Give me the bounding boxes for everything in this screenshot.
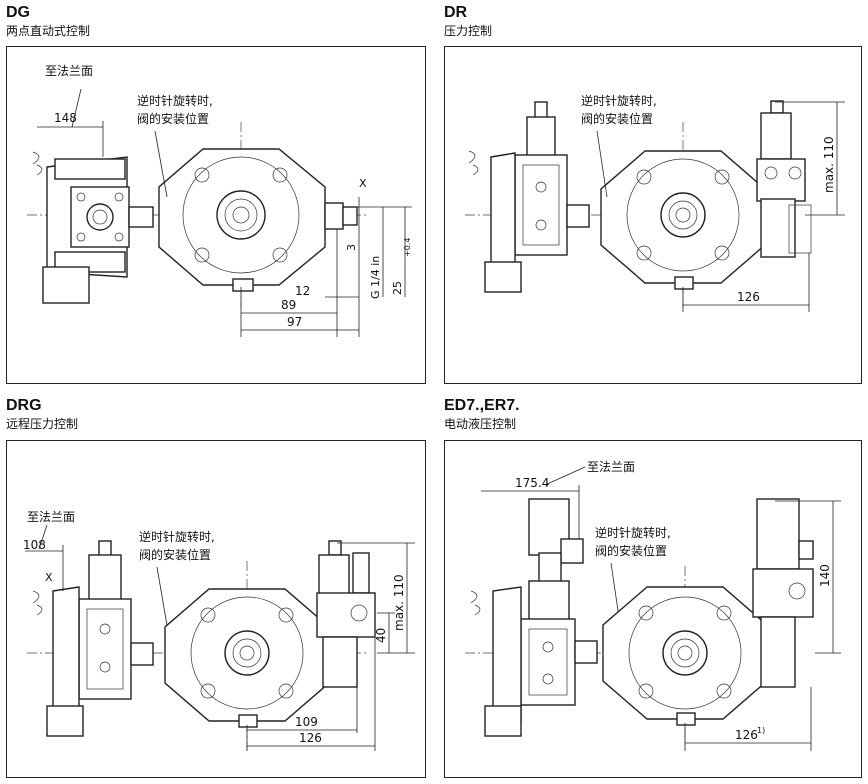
- dr-note-rotation-2: 阀的安装位置: [581, 111, 653, 126]
- dr-schematic: 逆时针旋转时, 阀的安装位置 max. 110 126: [465, 93, 845, 312]
- panel-dr-title: DR: [444, 4, 468, 21]
- panel-dg-title: DG: [6, 4, 30, 21]
- dg-dim-25: 25: [391, 281, 404, 295]
- ed7-dim-126-footnote: 1): [757, 726, 765, 735]
- panel-dr-subtitle: 压力控制: [444, 24, 493, 38]
- ed7-note-rotation-2: 阀的安装位置: [595, 543, 667, 558]
- panel-ed7-drawing: 至法兰面 175.4 逆时针旋转时, 阀的安装位置 140 126 1): [444, 440, 862, 778]
- ed7-dim-126: 126: [735, 728, 758, 742]
- dg-dim-25-tol: +0.4: [403, 238, 412, 257]
- dg-note-rotation-2: 阀的安装位置: [137, 111, 209, 126]
- dg-dim-89: 89: [281, 298, 296, 312]
- dg-note-flange: 至法兰面: [45, 64, 93, 78]
- dr-dim-max: max. 110: [822, 136, 836, 193]
- drg-note-rotation-2: 阀的安装位置: [139, 547, 211, 562]
- panel-dr-drawing: 逆时针旋转时, 阀的安装位置 max. 110 126: [444, 46, 862, 384]
- ed7-dim-175: 175.4: [515, 476, 549, 490]
- dg-dim-thread: G 1/4 in: [369, 256, 382, 299]
- dg-dim-148: 148: [54, 111, 77, 125]
- ed7-schematic: 至法兰面 175.4 逆时针旋转时, 阀的安装位置 140 126 1): [465, 460, 841, 751]
- panel-drg-title: DRG: [6, 397, 42, 414]
- drg-dim-126: 126: [299, 731, 322, 745]
- ed7-note-rotation-1: 逆时针旋转时,: [595, 525, 671, 540]
- drg-dim-max: max. 110: [392, 574, 406, 631]
- panel-drg-drawing: 至法兰面 108 X 逆时针旋转时, 阀的安装位置 max. 110 40 10…: [6, 440, 426, 778]
- dg-schematic: 148 至法兰面 逆时针旋转时, 阀的安装位置 X 3 G 1/4 in 25 …: [27, 64, 412, 337]
- panel-drg-subtitle: 远程压力控制: [6, 417, 79, 431]
- panel-ed7-subtitle: 电动液压控制: [444, 417, 517, 431]
- panel-dg-drawing: 148 至法兰面 逆时针旋转时, 阀的安装位置 X 3 G 1/4 in 25 …: [6, 46, 426, 384]
- drg-note-flange: 至法兰面: [27, 510, 75, 524]
- ed7-note-flange: 至法兰面: [587, 460, 635, 474]
- drg-note-rotation-1: 逆时针旋转时,: [139, 529, 215, 544]
- dg-dim-3: 3: [345, 244, 358, 251]
- dg-dim-12: 12: [295, 284, 310, 298]
- drg-dim-108: 108: [23, 538, 46, 552]
- drg-dim-x: X: [45, 571, 53, 584]
- ed7-dim-140: 140: [818, 564, 832, 587]
- panel-ed7-title: ED7.,ER7.: [444, 397, 520, 414]
- drg-schematic: 至法兰面 108 X 逆时针旋转时, 阀的安装位置 max. 110 40 10…: [23, 510, 415, 751]
- dg-dim-97: 97: [287, 315, 302, 329]
- drg-dim-40: 40: [374, 628, 388, 643]
- dg-dim-x: X: [359, 177, 367, 190]
- dg-note-rotation-1: 逆时针旋转时,: [137, 93, 213, 108]
- drg-dim-109: 109: [295, 715, 318, 729]
- dr-dim-126: 126: [737, 290, 760, 304]
- panel-dg-subtitle: 两点直动式控制: [6, 24, 91, 38]
- dr-note-rotation-1: 逆时针旋转时,: [581, 93, 657, 108]
